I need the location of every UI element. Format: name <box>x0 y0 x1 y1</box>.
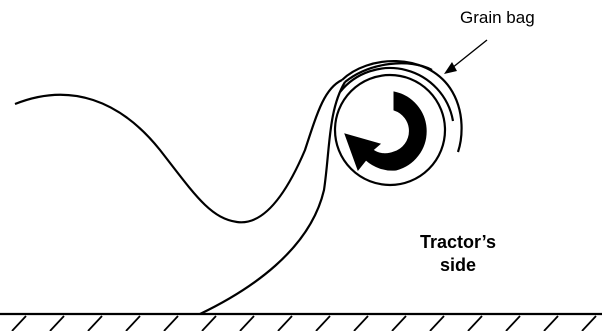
hatch-mark <box>11 315 27 331</box>
rotation-arrow <box>344 91 427 172</box>
hatch-mark <box>87 315 103 331</box>
hatch-mark <box>315 315 331 331</box>
hatch-mark <box>543 315 559 331</box>
grain-bag-leader <box>451 39 488 69</box>
grain-bag-label: Grain bag <box>460 8 535 27</box>
hatch-mark <box>163 315 179 331</box>
hatch-mark <box>505 315 521 331</box>
hatch-mark <box>353 315 369 331</box>
grain-bag-leader-arrowhead <box>444 62 457 74</box>
hatch-mark <box>201 315 217 331</box>
grain-bag-wrap-outer <box>341 60 463 153</box>
hatch-mark <box>581 315 597 331</box>
hatch-mark <box>391 315 407 331</box>
hatch-mark <box>429 315 445 331</box>
grain-bag-wave <box>14 79 343 224</box>
tractor-side-label-line1: Tractor’s <box>420 232 496 252</box>
hatch-mark <box>277 315 293 331</box>
grain-bag-tail <box>199 81 346 315</box>
hatch-mark <box>239 315 255 331</box>
hatch-mark <box>125 315 141 331</box>
roller-bag-layer <box>339 66 455 122</box>
tractor-side-label-line2: side <box>440 255 476 275</box>
hatch-mark <box>49 315 65 331</box>
hatch-mark <box>467 315 483 331</box>
ground-hatching <box>11 315 597 331</box>
